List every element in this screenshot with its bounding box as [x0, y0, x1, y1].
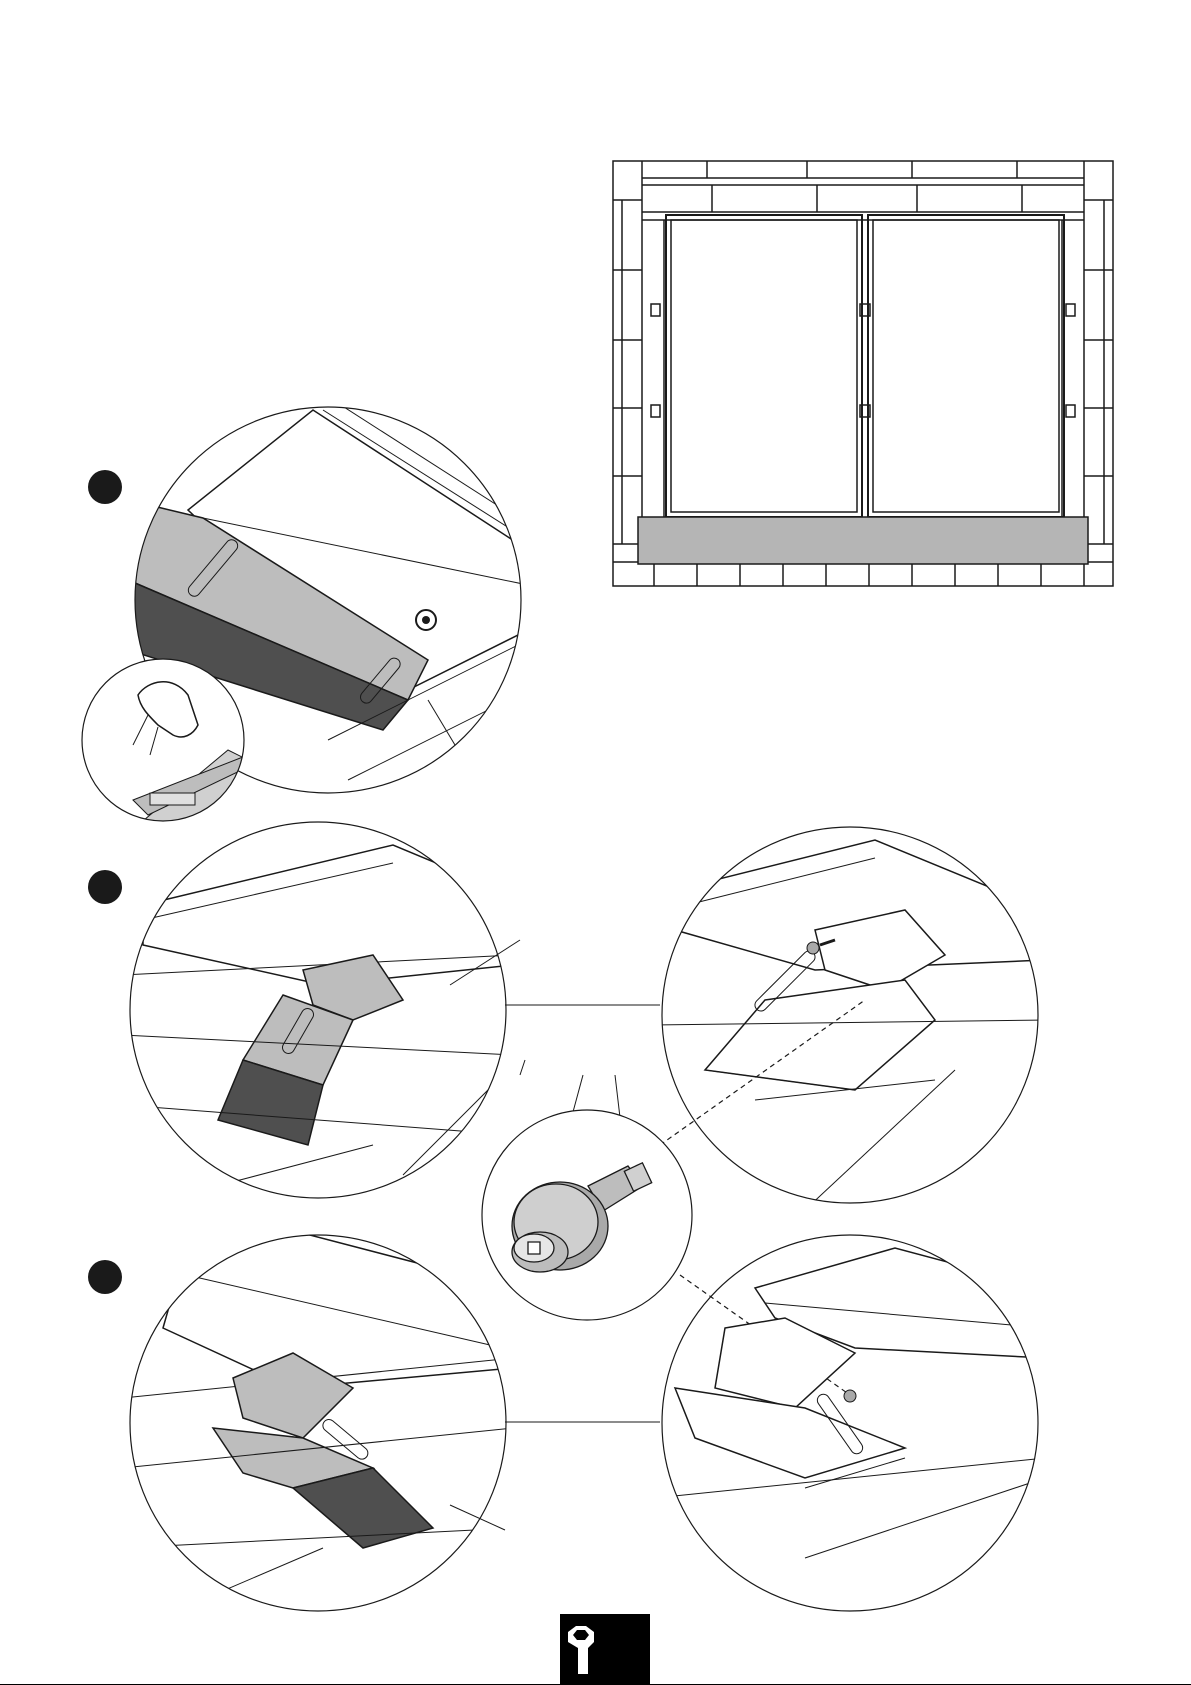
- step-3-right-view: [655, 1228, 1045, 1618]
- step-3-left-view: [123, 1228, 513, 1618]
- footer-tool-badge: [560, 1614, 650, 1685]
- wrench-nut-icon: [560, 1614, 650, 1685]
